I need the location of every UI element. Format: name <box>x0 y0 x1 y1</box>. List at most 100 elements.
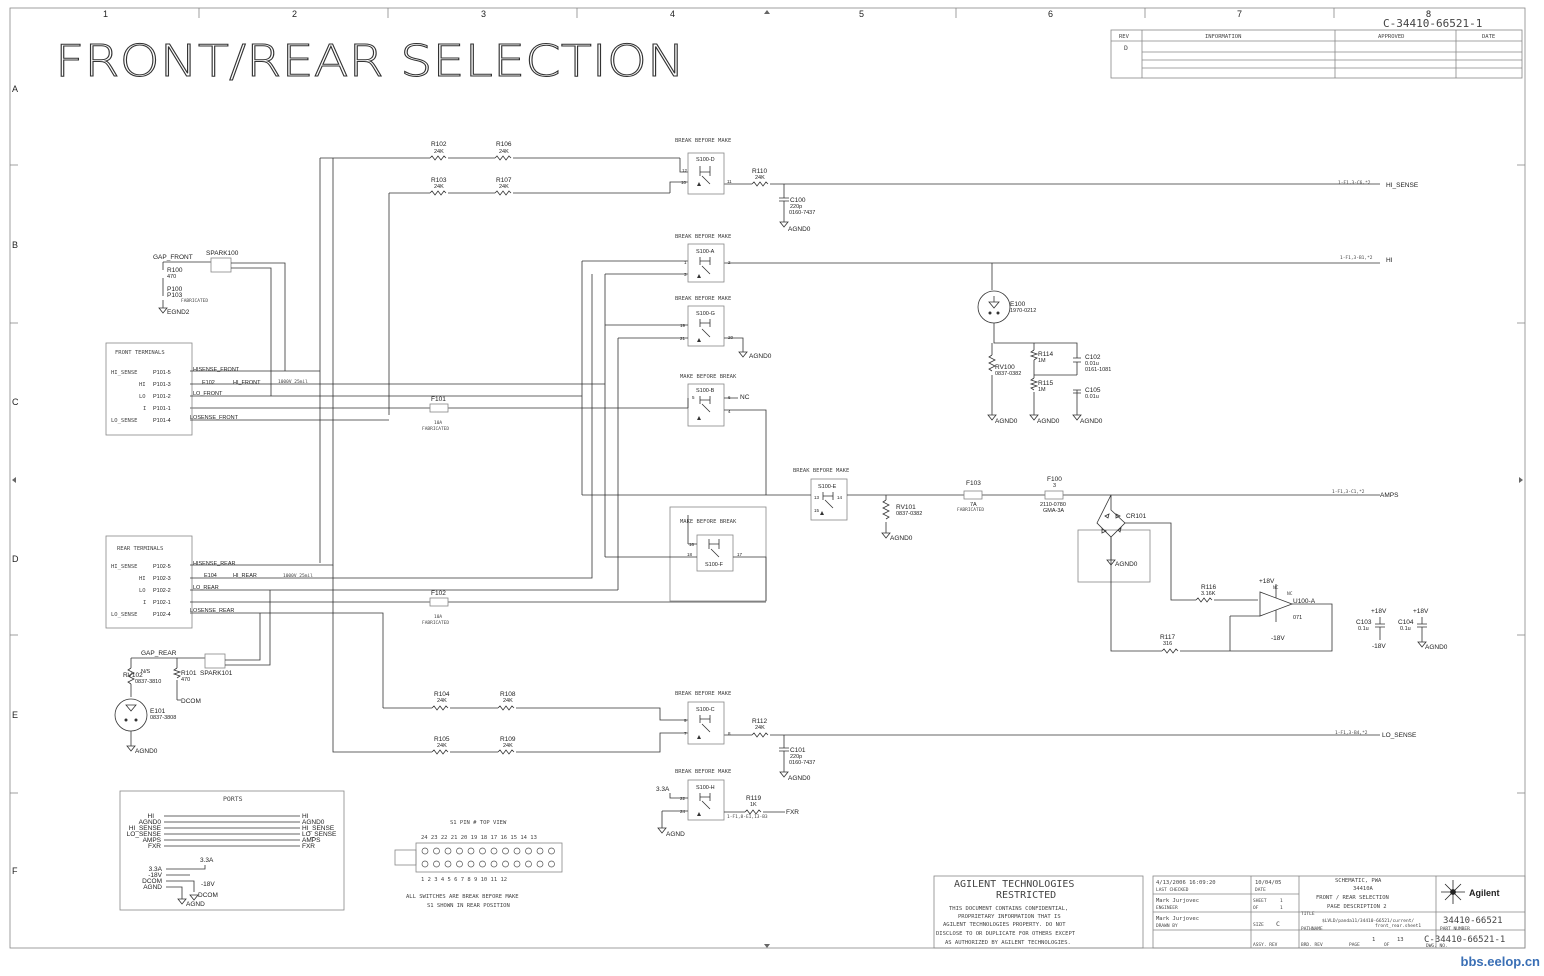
r104-value: 24K <box>437 698 447 704</box>
f103-label: F103 <box>966 480 981 487</box>
s1-pins-top: 24 23 22 21 20 19 18 17 16 15 14 13 <box>421 835 537 841</box>
gap-front-circuit <box>158 257 286 396</box>
r109-label: R109 <box>500 736 516 743</box>
switch-pin-pad <box>479 860 486 868</box>
r119-value: 1K <box>750 802 757 808</box>
s100f-label: S100-F <box>705 562 724 568</box>
s100e-pin13: 13 <box>814 495 820 500</box>
dwg-number-label: DWG. NO. <box>1426 943 1448 949</box>
s100e-switch <box>810 478 848 521</box>
switch-pin-pad <box>513 847 521 855</box>
rear-term-name: HI <box>139 576 146 582</box>
ports-box <box>119 790 345 911</box>
switch-pin-pad <box>536 847 544 855</box>
c104-value: 0.1u <box>1400 626 1411 632</box>
r100-value: 470 <box>167 274 176 280</box>
r108-value: 24K <box>503 698 513 704</box>
port-label: HI_SENSE <box>129 825 162 832</box>
s100h-pin22: 22 <box>680 796 686 801</box>
s100f-pin16: 16 <box>689 542 695 547</box>
front-term-pin: P101-3 <box>153 382 171 388</box>
m18v-label: -18V <box>201 881 215 888</box>
s100h-pin24: 24 <box>680 809 686 814</box>
part-number-label: PART NUMBER <box>1440 926 1470 932</box>
col-label: 5 <box>859 9 864 19</box>
sheet-value: 1 <box>1280 898 1283 904</box>
agnd0-label: AGND0 <box>995 418 1018 425</box>
drawn-value: Mark Jurjovec <box>1156 916 1199 922</box>
r117-label: R117 <box>1160 634 1175 641</box>
agnd0-label: AGND0 <box>1080 418 1103 425</box>
switch-pin-pad <box>456 860 463 868</box>
p100-label: P100 <box>167 286 183 293</box>
column-labels: 1 2 3 4 5 6 7 8 <box>103 9 1431 19</box>
u100a-value: 071 <box>1293 615 1302 621</box>
agnd0-label: AGND0 <box>749 353 772 360</box>
s100g-switch <box>687 305 725 347</box>
m18v-label: -18V <box>1372 643 1386 650</box>
r106-label: R106 <box>496 141 512 148</box>
r105-value: 24K <box>437 743 447 749</box>
page-of-value: 13 <box>1397 937 1404 943</box>
date-label: DATE <box>1255 887 1266 893</box>
r103-label: R103 <box>431 177 447 184</box>
ports-title: PORTS <box>223 795 243 803</box>
s100g-header: BREAK BEFORE MAKE <box>675 296 731 302</box>
s100g-pin21: 21 <box>680 336 686 341</box>
hi-rear-label: HI_REAR <box>233 573 257 579</box>
s100f-group-box <box>669 506 767 602</box>
r112-label: R112 <box>752 718 767 725</box>
gap-rear-circuit <box>114 590 271 752</box>
s100c-switch <box>687 701 725 745</box>
p103-label: P103 <box>167 292 183 299</box>
assy-rev-label: ASSY. REV <box>1253 942 1278 948</box>
brd-rev-label: BRD. REV <box>1301 942 1323 948</box>
agnd0-label: AGND0 <box>1037 418 1060 425</box>
f100-fuse <box>1044 490 1064 500</box>
cr101-bridge <box>1077 494 1258 603</box>
row-label: A <box>12 84 18 94</box>
port-label: HI <box>302 813 309 820</box>
c100-label: C100 <box>790 197 806 204</box>
front-terminals-box <box>105 342 193 436</box>
lo-rear-label: LO_REAR <box>193 585 219 591</box>
p18v-label: +18V <box>1371 608 1387 615</box>
frame-arrows <box>12 10 1523 948</box>
doc-number: C-34410-66521-1 <box>1383 17 1482 30</box>
agnd-label: AGND <box>186 901 205 908</box>
ports-right-labels: HI AGND0 HI_SENSE LO_SENSE AMPS FXR <box>302 813 337 850</box>
drawn-label: DRAWN BY <box>1156 923 1178 929</box>
p18v-label: +18V <box>1259 578 1275 585</box>
front-terminal-rows: HI_SENSE P101-5 HI P101-3 LO P101-2 I P1… <box>111 370 171 424</box>
switch-pin-pad <box>536 860 544 868</box>
rv102-part: 0837-3810 <box>135 679 161 685</box>
rear-term-pin: P102-1 <box>153 600 171 606</box>
row-label: E <box>12 710 18 720</box>
u100a-nc-label: NC <box>1273 585 1279 591</box>
confidential-line: PROPRIETARY INFORMATION THAT IS <box>958 914 1061 920</box>
s100a-pin1: 1 <box>684 260 687 265</box>
egnd2-label: EGND2 <box>167 309 190 316</box>
rear-terminals-title: REAR TERMINALS <box>117 546 163 552</box>
s1-pins-bottom: 1 2 3 4 5 6 7 8 9 10 11 12 <box>421 877 507 883</box>
date-header: DATE <box>1482 34 1495 40</box>
page-of-label: OF <box>1384 942 1390 948</box>
pathname-value: $LVLD/panda11/34410-66521/current/ <box>1322 918 1414 924</box>
r102-label: R102 <box>431 141 447 148</box>
switch-note-1: ALL SWITCHES ARE BREAK BEFORE MAKE <box>406 894 519 900</box>
switch-note-2: S1 SHOWN IN REAR POSITION <box>427 903 510 909</box>
title-line-1: SCHEMATIC, PWA <box>1335 878 1382 884</box>
r109-value: 24K <box>503 743 513 749</box>
switch-pin-pad <box>525 847 532 855</box>
page-title: FRONT/REAR SELECTION <box>55 36 685 87</box>
rv100-part: 0837-0382 <box>995 371 1021 377</box>
front-term-name: HI <box>139 382 146 388</box>
information-header: INFORMATION <box>1205 34 1241 40</box>
s100a-header: BREAK BEFORE MAKE <box>675 234 731 240</box>
r100-label: R100 <box>167 267 183 274</box>
col-label: 6 <box>1048 9 1053 19</box>
revision-table: REV INFORMATION APPROVED DATE D <box>1110 29 1523 79</box>
title-line-3: FRONT / REAR SELECTION <box>1316 895 1389 901</box>
